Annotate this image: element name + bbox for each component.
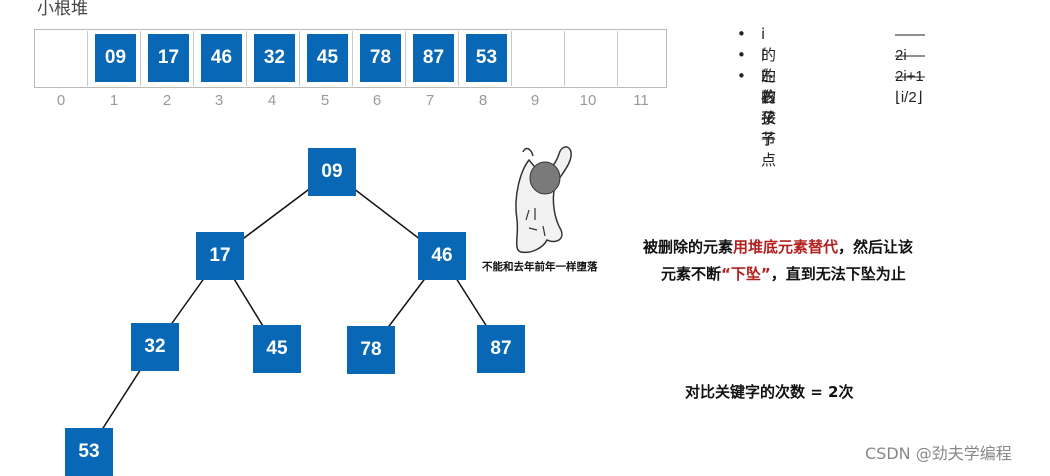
array-index: 4 (267, 92, 277, 109)
description-text: ，直到无法下坠为止 (770, 265, 906, 283)
array-index: 8 (478, 92, 488, 109)
bullet: • (737, 67, 746, 85)
tree-node: 53 (65, 428, 113, 476)
array-cell: 53 (459, 31, 512, 86)
description-line-2: 元素不断“下坠”，直到无法下坠为止 (661, 263, 906, 284)
tree-node: 09 (308, 148, 356, 196)
array-value: 78 (360, 34, 401, 82)
array-index: 1 (109, 92, 119, 109)
rule-formula: ——2i (895, 26, 925, 64)
array-cell: 45 (300, 31, 353, 86)
array-index: 0 (56, 92, 66, 109)
meme-caption: 不能和去年前年一样堕落 (482, 261, 598, 273)
array-value: 53 (466, 34, 507, 82)
array-value: 17 (148, 34, 189, 82)
array-index: 3 (214, 92, 224, 109)
rule-label: i 的父节点 (761, 67, 777, 169)
array-cell: 87 (406, 31, 459, 86)
description-highlight: 用堆底元素替代 (733, 238, 839, 256)
array-index: 5 (320, 92, 330, 109)
rule-label: i 的左孩子 (761, 25, 777, 127)
array-index: 11 (633, 92, 649, 109)
description-highlight: “下坠” (721, 265, 771, 283)
array-index: 9 (530, 92, 540, 109)
array-value: 45 (307, 34, 348, 82)
tree-node: 45 (253, 325, 301, 373)
array-index: 10 (579, 92, 597, 109)
bullet: • (737, 46, 746, 64)
description-text: 被删除的元素 (643, 238, 734, 256)
description-text: ，然后让该 (838, 238, 914, 256)
tree-node: 32 (131, 323, 179, 371)
watermark: CSDN @劲夫学编程 (865, 444, 1012, 463)
array-index: 6 (372, 92, 382, 109)
page-title: 小根堆 (37, 0, 88, 19)
array-value: 32 (254, 34, 295, 82)
array-index: 2 (162, 92, 172, 109)
array-value: 46 (201, 34, 242, 82)
rule-label: i 的右孩子 (761, 46, 777, 148)
array-cell (512, 31, 565, 86)
compare-count-text: 对比关键字的次数 = 2次 (685, 383, 854, 401)
array-index: 7 (425, 92, 435, 109)
array-cell: 46 (194, 31, 247, 86)
tree-node: 17 (196, 232, 244, 280)
array-cell: 32 (247, 31, 300, 86)
array-value: 87 (413, 34, 454, 82)
array-cell (565, 31, 618, 86)
meme-sticker-image (515, 146, 572, 254)
array-cell: 17 (141, 31, 194, 86)
tree-node: 87 (477, 325, 525, 373)
array-cell: 78 (353, 31, 406, 86)
rule-formula: ——⌊i/2⌋ (895, 68, 925, 106)
description-text: 元素不断 (661, 265, 722, 283)
array-cell (35, 31, 88, 86)
tree-node: 46 (418, 232, 466, 280)
array-cell: 09 (88, 31, 141, 86)
bullet: • (737, 25, 746, 43)
heap-array: 09 17 46 32 45 78 87 53 (34, 29, 667, 88)
tree-node: 78 (347, 326, 395, 374)
rule-formula: ——2i+1 (895, 47, 925, 85)
description-line-1: 被删除的元素用堆底元素替代，然后让该 (643, 236, 913, 257)
array-value: 09 (95, 34, 136, 82)
